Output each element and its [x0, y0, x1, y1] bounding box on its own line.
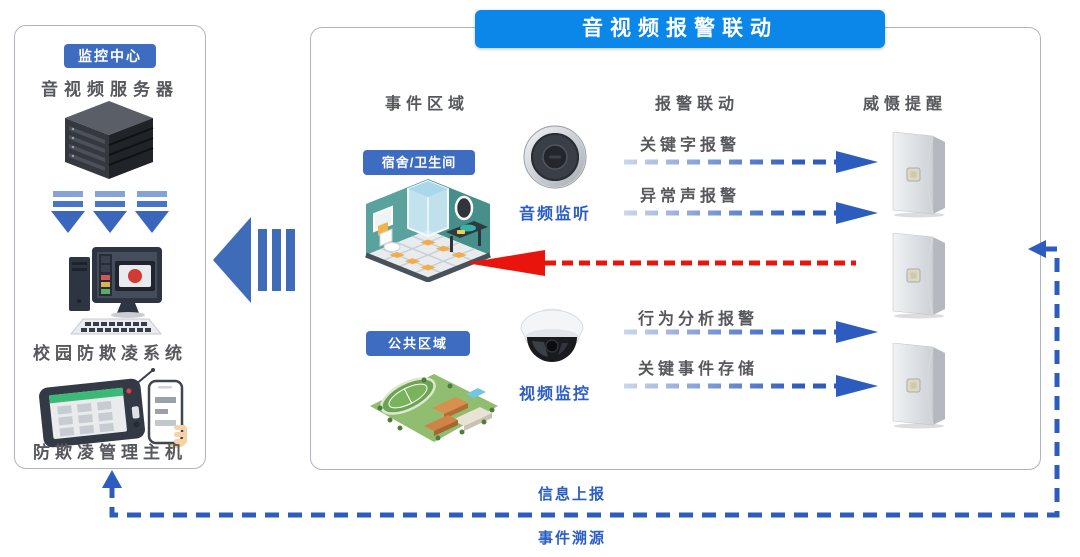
column-header-deterrence: 威慑提醒: [862, 96, 947, 113]
speaker-icon: [892, 343, 945, 429]
alarm-label-keyword: 关键字报警: [640, 137, 741, 154]
anti-bullying-system-label: 校园防欺凌系统: [33, 344, 187, 363]
audio-monitor-label: 音频监听: [518, 206, 591, 223]
column-header-alarm-linkage: 报警联动: [654, 96, 739, 113]
dome-camera-icon: [520, 308, 584, 362]
alarm-label-event-storage: 关键事件存储: [638, 361, 759, 378]
audio-pickup-icon: [523, 125, 587, 189]
alarm-label-behavior: 行为分析报警: [638, 311, 759, 328]
column-header-event-area: 事件区域: [384, 96, 469, 113]
video-monitor-label: 视频监控: [518, 386, 591, 403]
server-icon: [65, 101, 154, 179]
management-host-icon: [39, 368, 187, 448]
info-report-label: 信息上报: [537, 486, 606, 503]
down-arrows-icon: [51, 191, 169, 233]
av-server-label: 音视频服务器: [41, 80, 179, 99]
event-trace-label: 事件溯源: [537, 530, 606, 547]
monitoring-center-panel: 监控中心 音视频服务器: [14, 25, 206, 469]
alarm-label-abnormal-sound: 异常声报警: [640, 188, 741, 205]
speaker-icon: [892, 132, 945, 218]
dorm-bathroom-badge: 宿舍/卫生间: [363, 150, 475, 175]
bathroom-room-image: [365, 179, 491, 282]
diagram-title: 音视频报警联动: [475, 10, 885, 48]
workstation-icon: [69, 247, 163, 335]
speaker-icon: [892, 233, 945, 319]
management-host-label: 防欺凌管理主机: [33, 443, 187, 462]
public-area-badge: 公共区域: [366, 331, 470, 356]
monitoring-center-badge: 监控中心: [64, 44, 156, 68]
campus-map-image: [370, 374, 498, 442]
left-flow-arrow-icon: [213, 217, 295, 303]
